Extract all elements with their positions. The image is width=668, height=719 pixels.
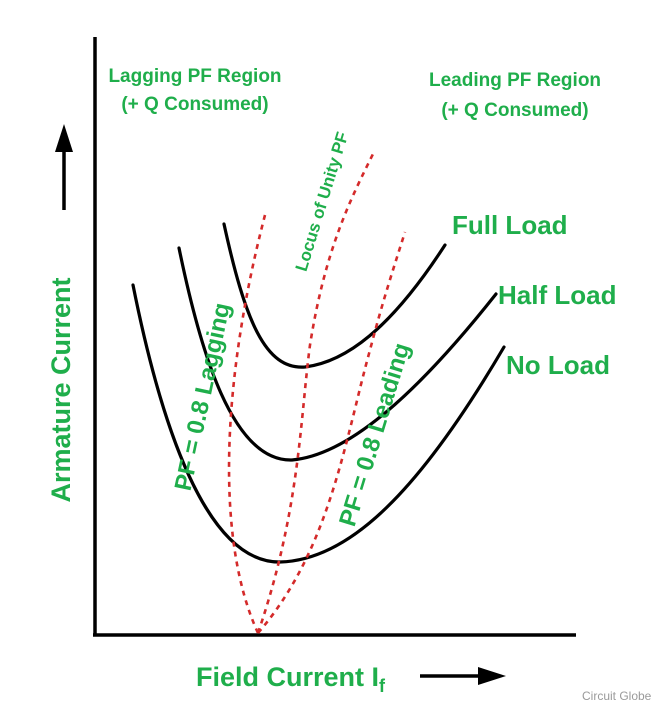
y-axis-arrow-head <box>55 124 73 152</box>
leading-region-label: Leading PF Region <box>429 70 601 91</box>
half-load-label: Half Load <box>498 280 616 310</box>
pf-leading-label: PF = 0.8 Leading <box>334 340 415 530</box>
unity-pf-locus-label: Locus of Unity PF <box>292 130 352 274</box>
full-load-curve <box>222 222 447 369</box>
pf-lagging-label: PF = 0.8 Lagging <box>170 300 236 493</box>
leading-region-sublabel: (+ Q Consumed) <box>441 100 588 121</box>
no-load-label: No Load <box>506 350 610 380</box>
watermark: Circuit Globe <box>582 689 652 703</box>
pf-leading-line <box>257 231 407 634</box>
x-axis-label: Field Current If <box>196 662 386 696</box>
x-axis-label-subscript: f <box>379 676 386 696</box>
half-load-curve <box>177 246 498 462</box>
y-axis-label: Armature Current <box>46 277 76 502</box>
full-load-label: Full Load <box>452 210 568 240</box>
x-axis-arrow-head <box>478 667 506 685</box>
unity-pf-locus-line <box>256 151 376 634</box>
lagging-region-label: Lagging PF Region <box>108 66 281 87</box>
lagging-region-sublabel: (+ Q Consumed) <box>121 94 268 115</box>
pf-lagging-line <box>227 214 267 634</box>
